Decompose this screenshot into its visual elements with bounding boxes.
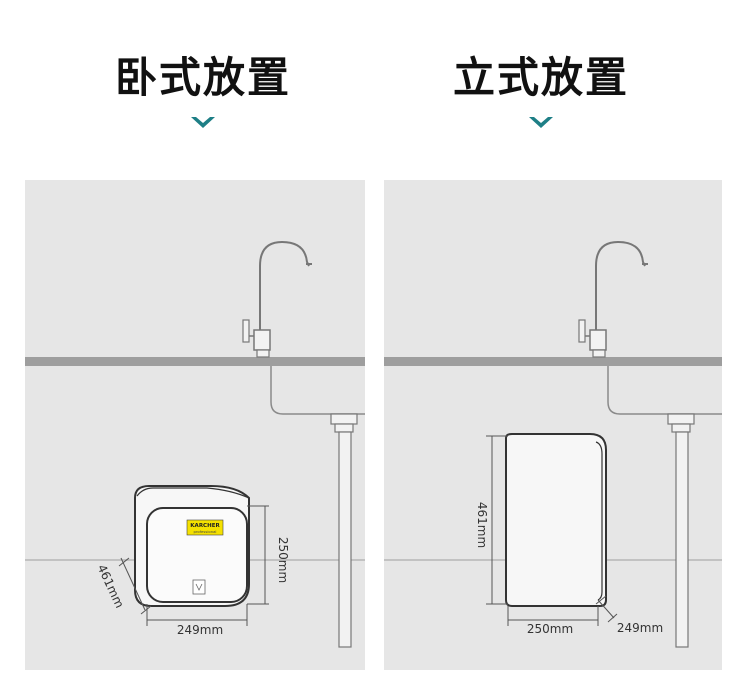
horizontal-placement-diagram: KARCHER professional 250mm 249mm 461mm xyxy=(25,180,365,670)
depth-dimension: 249mm xyxy=(595,595,663,635)
purifier-unit-horizontal: KARCHER professional xyxy=(134,485,250,607)
faucet-icon xyxy=(578,240,648,358)
height-dimension: 250mm xyxy=(247,505,290,605)
height-dimension: 461mm xyxy=(475,435,508,605)
drain-pipe xyxy=(330,413,358,648)
svg-text:249mm: 249mm xyxy=(617,621,663,635)
horizontal-placement-title: 卧式放置 xyxy=(114,53,291,102)
svg-text:461mm: 461mm xyxy=(475,502,489,548)
vertical-placement-diagram: 461mm 250mm 249mm xyxy=(384,180,722,670)
svg-text:249mm: 249mm xyxy=(177,623,223,637)
brand-logo-text: KARCHER xyxy=(190,523,220,529)
chevron-down-icon xyxy=(529,117,553,128)
vertical-placement-title: 立式放置 xyxy=(452,53,629,102)
svg-text:250mm: 250mm xyxy=(276,537,290,583)
width-dimension: 250mm xyxy=(507,606,599,636)
purifier-unit-vertical xyxy=(505,433,607,607)
drain-pipe xyxy=(667,413,695,648)
width-dimension: 249mm xyxy=(146,604,248,637)
brand-sub-text: professional xyxy=(193,529,216,534)
faucet-icon xyxy=(242,240,312,358)
svg-text:250mm: 250mm xyxy=(527,622,573,636)
chevron-down-icon xyxy=(191,117,215,128)
